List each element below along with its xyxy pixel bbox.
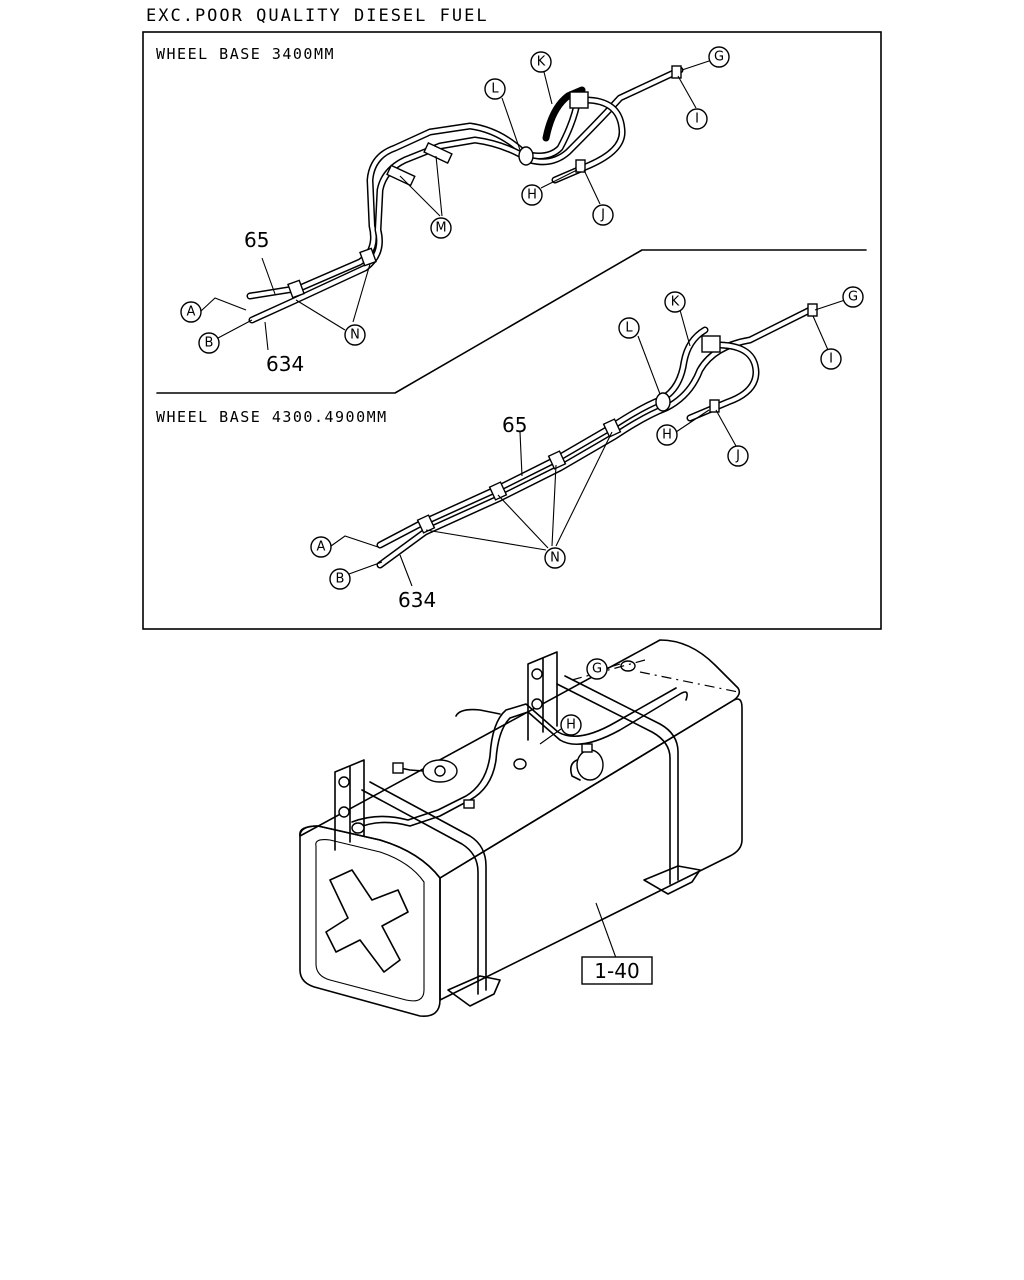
top-callout-b: B bbox=[198, 332, 220, 354]
bottom-callout-j: J bbox=[727, 445, 749, 467]
bottom-callout-g: G bbox=[842, 286, 864, 308]
bottom-leaders bbox=[330, 299, 846, 587]
top-hose-k bbox=[542, 86, 586, 142]
tank-strap-front-b bbox=[361, 789, 479, 995]
top-pipe-assembly bbox=[246, 65, 684, 324]
top-part-634: 634 bbox=[266, 352, 304, 376]
svg-text:K: K bbox=[537, 55, 546, 70]
top-callout-j: J bbox=[592, 204, 614, 226]
svg-text:G: G bbox=[714, 50, 724, 65]
svg-text:G: G bbox=[592, 662, 602, 677]
tank-callout-h: H bbox=[560, 714, 582, 736]
svg-text:N: N bbox=[550, 551, 560, 566]
tank-end-face bbox=[299, 825, 441, 1017]
top-callout-a: A bbox=[180, 301, 202, 323]
svg-text:B: B bbox=[336, 572, 345, 587]
top-clip-i bbox=[671, 65, 682, 79]
bottom-pipe-assembly bbox=[376, 303, 818, 569]
tank-bracket-rear bbox=[527, 651, 558, 741]
svg-text:N: N bbox=[350, 328, 360, 343]
bottom-callout-h: H bbox=[656, 424, 678, 446]
bottom-return-loop bbox=[686, 341, 760, 422]
svg-text:H: H bbox=[527, 188, 537, 203]
tank-filler-neck bbox=[576, 749, 604, 781]
tank-side-face bbox=[439, 698, 743, 1001]
top-clip-j bbox=[575, 159, 586, 173]
svg-text:L: L bbox=[491, 82, 499, 97]
top-leaders bbox=[200, 59, 713, 351]
tank-cross-rib bbox=[325, 869, 409, 973]
bottom-clip-j bbox=[709, 399, 720, 413]
bottom-variant-label: WHEEL BASE 4300.4900MM bbox=[156, 408, 388, 426]
top-callout-k: K bbox=[530, 51, 552, 73]
top-callout-n: N bbox=[344, 324, 366, 346]
tank-foot-rear bbox=[643, 865, 701, 895]
tank-callout-g: G bbox=[586, 658, 608, 680]
svg-text:A: A bbox=[317, 540, 326, 555]
bottom-part-65: 65 bbox=[502, 413, 527, 437]
svg-text:H: H bbox=[566, 718, 576, 733]
top-callout-h: H bbox=[521, 184, 543, 206]
svg-text:K: K bbox=[671, 295, 680, 310]
top-clip-n1 bbox=[287, 279, 305, 299]
reference-box-1-40: 1-40 bbox=[581, 956, 653, 985]
detail-frame bbox=[142, 31, 882, 630]
svg-text:A: A bbox=[187, 305, 196, 320]
variant-divider bbox=[156, 249, 867, 394]
top-clip-n2 bbox=[359, 247, 377, 267]
svg-text:1-40: 1-40 bbox=[594, 959, 639, 983]
top-variant-label: WHEEL BASE 3400MM bbox=[156, 45, 335, 63]
top-callout-g: G bbox=[708, 46, 730, 68]
svg-text:G: G bbox=[848, 290, 858, 305]
top-fitting-k bbox=[569, 91, 589, 109]
tank-strap-rear-b bbox=[556, 683, 671, 885]
svg-text:M: M bbox=[435, 221, 446, 236]
fuel-tank bbox=[299, 639, 743, 1017]
bottom-callout-n: N bbox=[544, 547, 566, 569]
svg-text:I: I bbox=[695, 112, 699, 127]
tank-bracket-front bbox=[334, 759, 365, 851]
svg-text:L: L bbox=[625, 321, 633, 336]
tank-strap-rear bbox=[564, 675, 679, 881]
bottom-fitting-k bbox=[701, 335, 721, 353]
bottom-callout-l: L bbox=[618, 317, 640, 339]
top-callout-i: I bbox=[686, 108, 708, 130]
bottom-clip-n3 bbox=[547, 450, 567, 470]
tank-end-recess bbox=[315, 839, 425, 1002]
bottom-clip-i bbox=[807, 303, 818, 317]
svg-text:J: J bbox=[735, 449, 740, 464]
bottom-grommet-l bbox=[655, 392, 671, 412]
tank-fuel-pipe bbox=[357, 691, 688, 829]
svg-text:H: H bbox=[662, 428, 672, 443]
bottom-callout-i: I bbox=[820, 348, 842, 370]
top-callout-l: L bbox=[484, 78, 506, 100]
svg-text:B: B bbox=[205, 336, 214, 351]
diagram-title: EXC.POOR QUALITY DIESEL FUEL bbox=[146, 6, 489, 26]
tank-strap-front bbox=[369, 781, 487, 991]
bottom-callout-b: B bbox=[329, 568, 351, 590]
bottom-clip-n4 bbox=[602, 418, 622, 438]
top-part-65: 65 bbox=[244, 228, 269, 252]
svg-text:I: I bbox=[829, 352, 833, 367]
top-grommet-l bbox=[518, 146, 534, 166]
svg-text:J: J bbox=[600, 208, 605, 223]
bottom-part-634: 634 bbox=[398, 588, 436, 612]
top-callout-m: M bbox=[430, 217, 452, 239]
bottom-pipe-upper bbox=[376, 326, 709, 549]
bottom-callout-k: K bbox=[664, 291, 686, 313]
tank-foot-front bbox=[447, 975, 501, 1007]
tank-hidden-lines bbox=[571, 659, 739, 693]
bottom-callout-a: A bbox=[310, 536, 332, 558]
top-bracket-m1 bbox=[386, 164, 416, 187]
